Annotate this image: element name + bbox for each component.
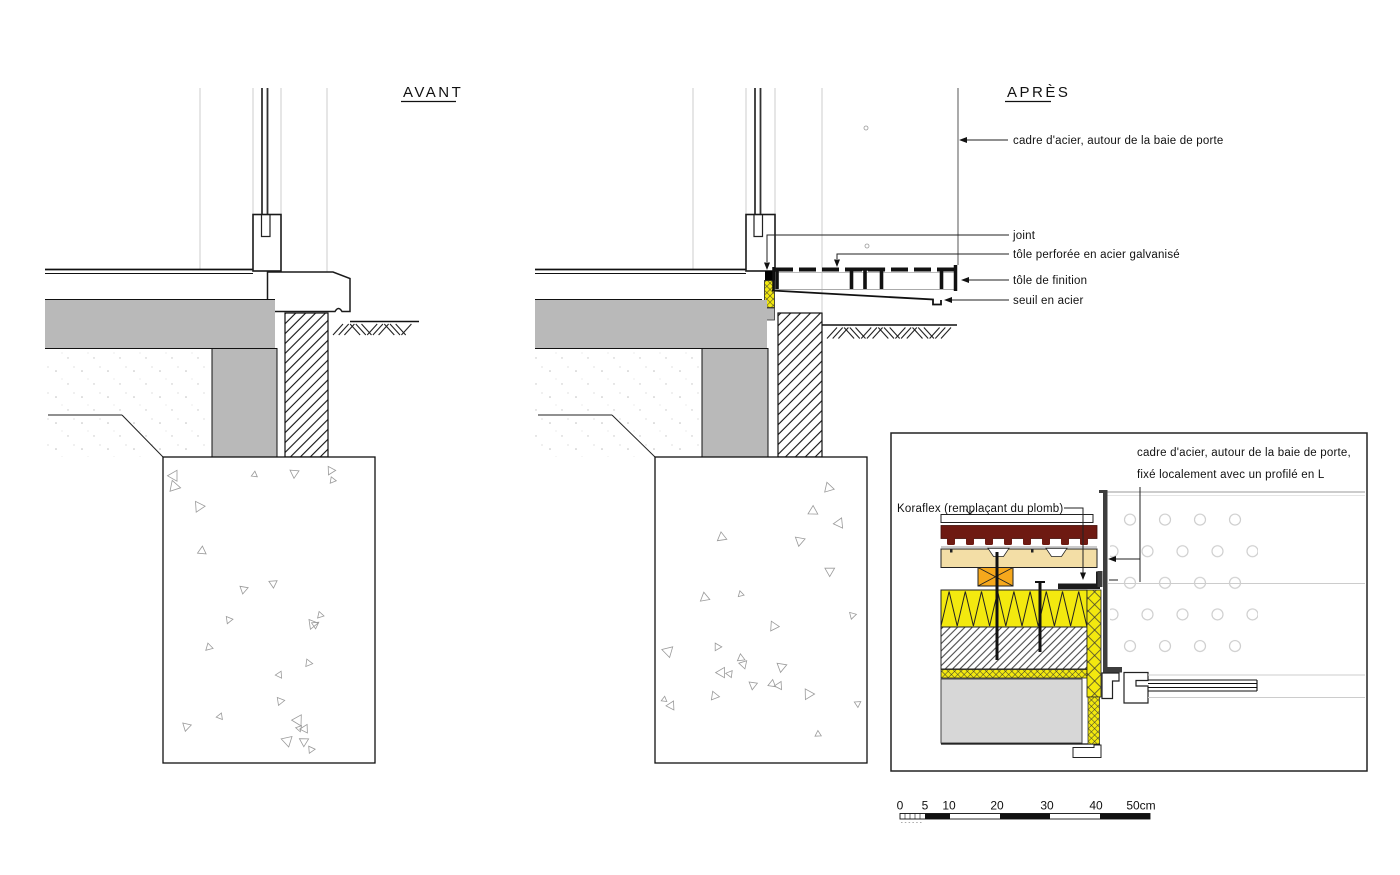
rail-lines <box>1148 679 1258 692</box>
avant-door-frame <box>252 213 282 272</box>
scale-bar: 0 5 10 20 30 40 50cm <box>897 799 1156 823</box>
avant-section <box>45 88 419 764</box>
apres-section <box>535 88 959 764</box>
label-koraflex: Koraflex (remplaçant du plomb) <box>897 503 1063 515</box>
scale-label-5: 5 <box>922 799 929 813</box>
scale-label-10: 10 <box>942 799 956 813</box>
apres-door-frame <box>745 213 776 272</box>
leader-perforated-sheet <box>836 253 1009 259</box>
detail-top-board <box>940 514 1094 523</box>
scale-bar-segment <box>1100 813 1150 819</box>
insulation-layer <box>940 589 1088 628</box>
koraflex-membrane <box>940 525 1098 539</box>
scale-label-20: 20 <box>990 799 1004 813</box>
apres-door-glass <box>754 88 762 230</box>
koraflex-flashing <box>1058 583 1100 589</box>
avant-subsoil-speckle <box>45 349 210 457</box>
leader-koraflex <box>1064 507 1084 573</box>
arrowhead <box>944 297 952 303</box>
avant-foundation-concrete-marks <box>166 465 338 755</box>
label-steel-sill: seuil en acier <box>1013 295 1084 307</box>
avant-foundation <box>162 456 376 764</box>
vertical-insulation-hatch <box>1087 590 1101 697</box>
avant-door-glass <box>261 88 269 230</box>
avant-wall-column <box>211 348 278 458</box>
apres-joint-seal <box>765 271 775 281</box>
scale-bar-segment <box>1000 813 1050 819</box>
label-frame-detail-2: fixé localement avec un profilé en L <box>1137 469 1325 481</box>
detail-v-mark <box>965 509 975 516</box>
screed-layer-hatch <box>940 626 1088 670</box>
apres-masonry-hatch <box>777 312 823 458</box>
rail-profile-b <box>1123 671 1149 704</box>
bottom-closure-profile <box>1072 744 1102 758</box>
title-after: APRÈS <box>1007 84 1070 101</box>
scale-label-50cm: 50cm <box>1126 799 1155 813</box>
label-finish-sheet: tôle de finition <box>1013 275 1087 287</box>
wood-board-tick <box>950 549 953 553</box>
apres-steel-grating <box>771 88 959 306</box>
detail-leaders <box>1064 487 1141 582</box>
arrowhead <box>959 137 967 143</box>
grating-posts <box>773 267 946 290</box>
scale-label-40: 40 <box>1089 799 1103 813</box>
apres-excavation-slope <box>611 414 656 458</box>
apres-wall-column <box>701 348 769 458</box>
apres-floor-slab <box>535 300 767 349</box>
leader-frame-detail <box>1109 487 1141 582</box>
apres-insulation-strip-hatch <box>764 280 775 308</box>
thin-insulation-hatch <box>941 669 1087 678</box>
label-perforated-sheet: tôle perforée en acier galvanisé <box>1013 249 1180 261</box>
avant-excavation-slope <box>121 414 164 458</box>
perforated-plate-face <box>1110 498 1258 665</box>
steel-frame-bar <box>1103 490 1108 668</box>
wood-board <box>940 548 1098 568</box>
label-frame-detail-1: cadre d'acier, autour de la baie de port… <box>1137 447 1351 459</box>
arrowhead <box>961 277 969 283</box>
annotation-arrowheads <box>764 137 969 303</box>
avant-floor-slab <box>45 300 275 349</box>
avant-masonry-hatch <box>284 312 329 458</box>
avant-soil-hatch <box>332 323 412 336</box>
apres-foundation-concrete-marks <box>660 481 862 737</box>
scale-label-0: 0 <box>897 799 904 813</box>
apres-subsoil-speckle <box>535 349 702 457</box>
wood-board-notch <box>1045 547 1068 557</box>
steel-frame-cap <box>1099 490 1103 493</box>
annotation-texts: AVANT APRÈS cadre d'acier, autour de la … <box>401 84 1224 307</box>
avant-glass-slot <box>260 215 271 238</box>
label-joint: joint <box>1012 230 1036 242</box>
steel-sill-plate <box>771 289 942 306</box>
arrowhead <box>1108 556 1116 562</box>
arrowhead <box>764 262 770 270</box>
detail-box: cadre d'acier, autour de la baie de port… <box>890 432 1368 772</box>
insulation-zigzag <box>940 591 1096 627</box>
annotation-leaders <box>766 139 1009 301</box>
apres-wall-face-lines <box>692 88 823 312</box>
rail-profile-a <box>1101 672 1120 700</box>
label-steel-frame: cadre d'acier, autour de la baie de port… <box>1013 135 1224 147</box>
vertical-insulation-lower-hatch <box>1088 697 1100 744</box>
steel-frame-foot <box>1103 667 1122 673</box>
apres-soil-hatch <box>826 327 952 339</box>
leader-joint <box>766 234 1009 262</box>
l-profile-bracket <box>1097 571 1103 587</box>
scale-bar-segment <box>925 813 950 819</box>
scale-bar-subticks <box>904 813 921 819</box>
reference-mark <box>863 125 869 131</box>
detail-slab <box>940 678 1083 744</box>
reference-mark <box>864 243 870 249</box>
title-before: AVANT <box>403 84 463 101</box>
apres-glass-slot <box>753 215 764 238</box>
wood-board-tick <box>1031 549 1034 553</box>
apres-foundation <box>654 456 868 764</box>
scale-label-30: 30 <box>1040 799 1054 813</box>
koraflex-teeth <box>947 538 1088 545</box>
avant-threshold-stone <box>266 271 351 313</box>
arrowhead <box>1080 572 1086 580</box>
arrowhead <box>834 259 840 267</box>
